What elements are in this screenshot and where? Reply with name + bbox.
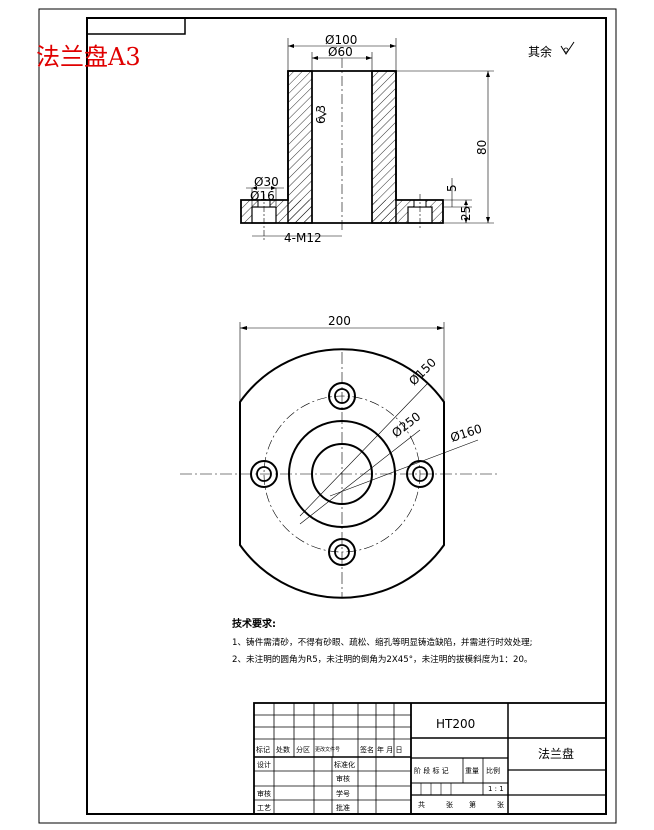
dim-flange-thickness: 25 (459, 206, 473, 221)
tech-heading: 技术要求: (232, 617, 276, 630)
tb-audit: 审核 (336, 774, 350, 783)
tb-student-no: 学号 (336, 789, 350, 798)
dim-flange-step: 5 (445, 184, 459, 192)
tb-ratio: 比例 (486, 766, 500, 775)
technical-requirements: 技术要求: 1、铸件需清砂，不得有砂眼、疏松、缩孔等明显铸造缺陷，并需进行时效处… (232, 617, 533, 665)
part-name: 法兰盘 (538, 746, 574, 761)
dim-height: 80 (475, 140, 489, 155)
tb-ratio-value: 1 : 1 (488, 785, 504, 793)
outer-border (38, 8, 617, 824)
tb-stage: 阶 段 标 记 (414, 766, 449, 775)
dim-inner-diameter: Ø60 (328, 45, 353, 59)
tb-sign: 签名 (360, 745, 374, 754)
tb-date: 年 月 日 (377, 745, 402, 754)
dim-hole: Ø16 (250, 189, 275, 203)
top-view: 200 Ø150 Ø250 Ø160 (180, 314, 500, 599)
tb-count: 处数 (276, 745, 290, 754)
tb-review: 审核 (257, 789, 271, 798)
tb-total: 共 (418, 800, 425, 809)
tb-zone: 分区 (296, 745, 310, 754)
roughness-symbol-icon (560, 41, 575, 55)
tb-standard: 标准化 (334, 760, 355, 769)
tech-line-1: 1、铸件需清砂，不得有砂眼、疏松、缩孔等明显铸造缺陷，并需进行时效处理; (232, 636, 533, 648)
tb-weight: 重量 (465, 767, 479, 775)
bore-roughness: 6.3 (314, 105, 328, 124)
dim-outer-flange: Ø250 (389, 409, 423, 440)
tb-process: 工艺 (257, 804, 271, 812)
tb-sheets: 张 (446, 800, 453, 809)
tb-design: 设计 (257, 760, 271, 769)
title-block (253, 702, 607, 815)
tech-line-2: 2、未注明的圆角为R5，未注明的倒角为2X45°，未注明的拔模斜度为1：20。 (232, 653, 533, 665)
tb-page: 第 (469, 800, 476, 809)
tb-mark: 标记 (256, 745, 270, 754)
dim-boss: Ø160 (449, 422, 484, 445)
thread-callout: 4-M12 (284, 231, 322, 245)
dim-width: 200 (328, 314, 351, 328)
dim-pitch-circle: Ø150 (406, 355, 439, 388)
corner-box (86, 17, 186, 35)
tb-doc-no: 更改文件号 (315, 746, 340, 753)
material: HT200 (436, 717, 475, 731)
tb-approve: 批准 (336, 803, 350, 812)
dim-counterbore: Ø30 (254, 175, 279, 189)
drawing-title: 法兰盘A3 (36, 43, 141, 71)
tb-sheet-unit: 张 (497, 800, 504, 809)
roughness-note: 其余 (528, 44, 552, 59)
front-section-view: Ø100 Ø60 80 5 25 Ø30 Ø16 4-M12 6.3 (240, 33, 494, 245)
inner-border (86, 17, 607, 815)
dim-outer-diameter: Ø100 (325, 33, 357, 47)
